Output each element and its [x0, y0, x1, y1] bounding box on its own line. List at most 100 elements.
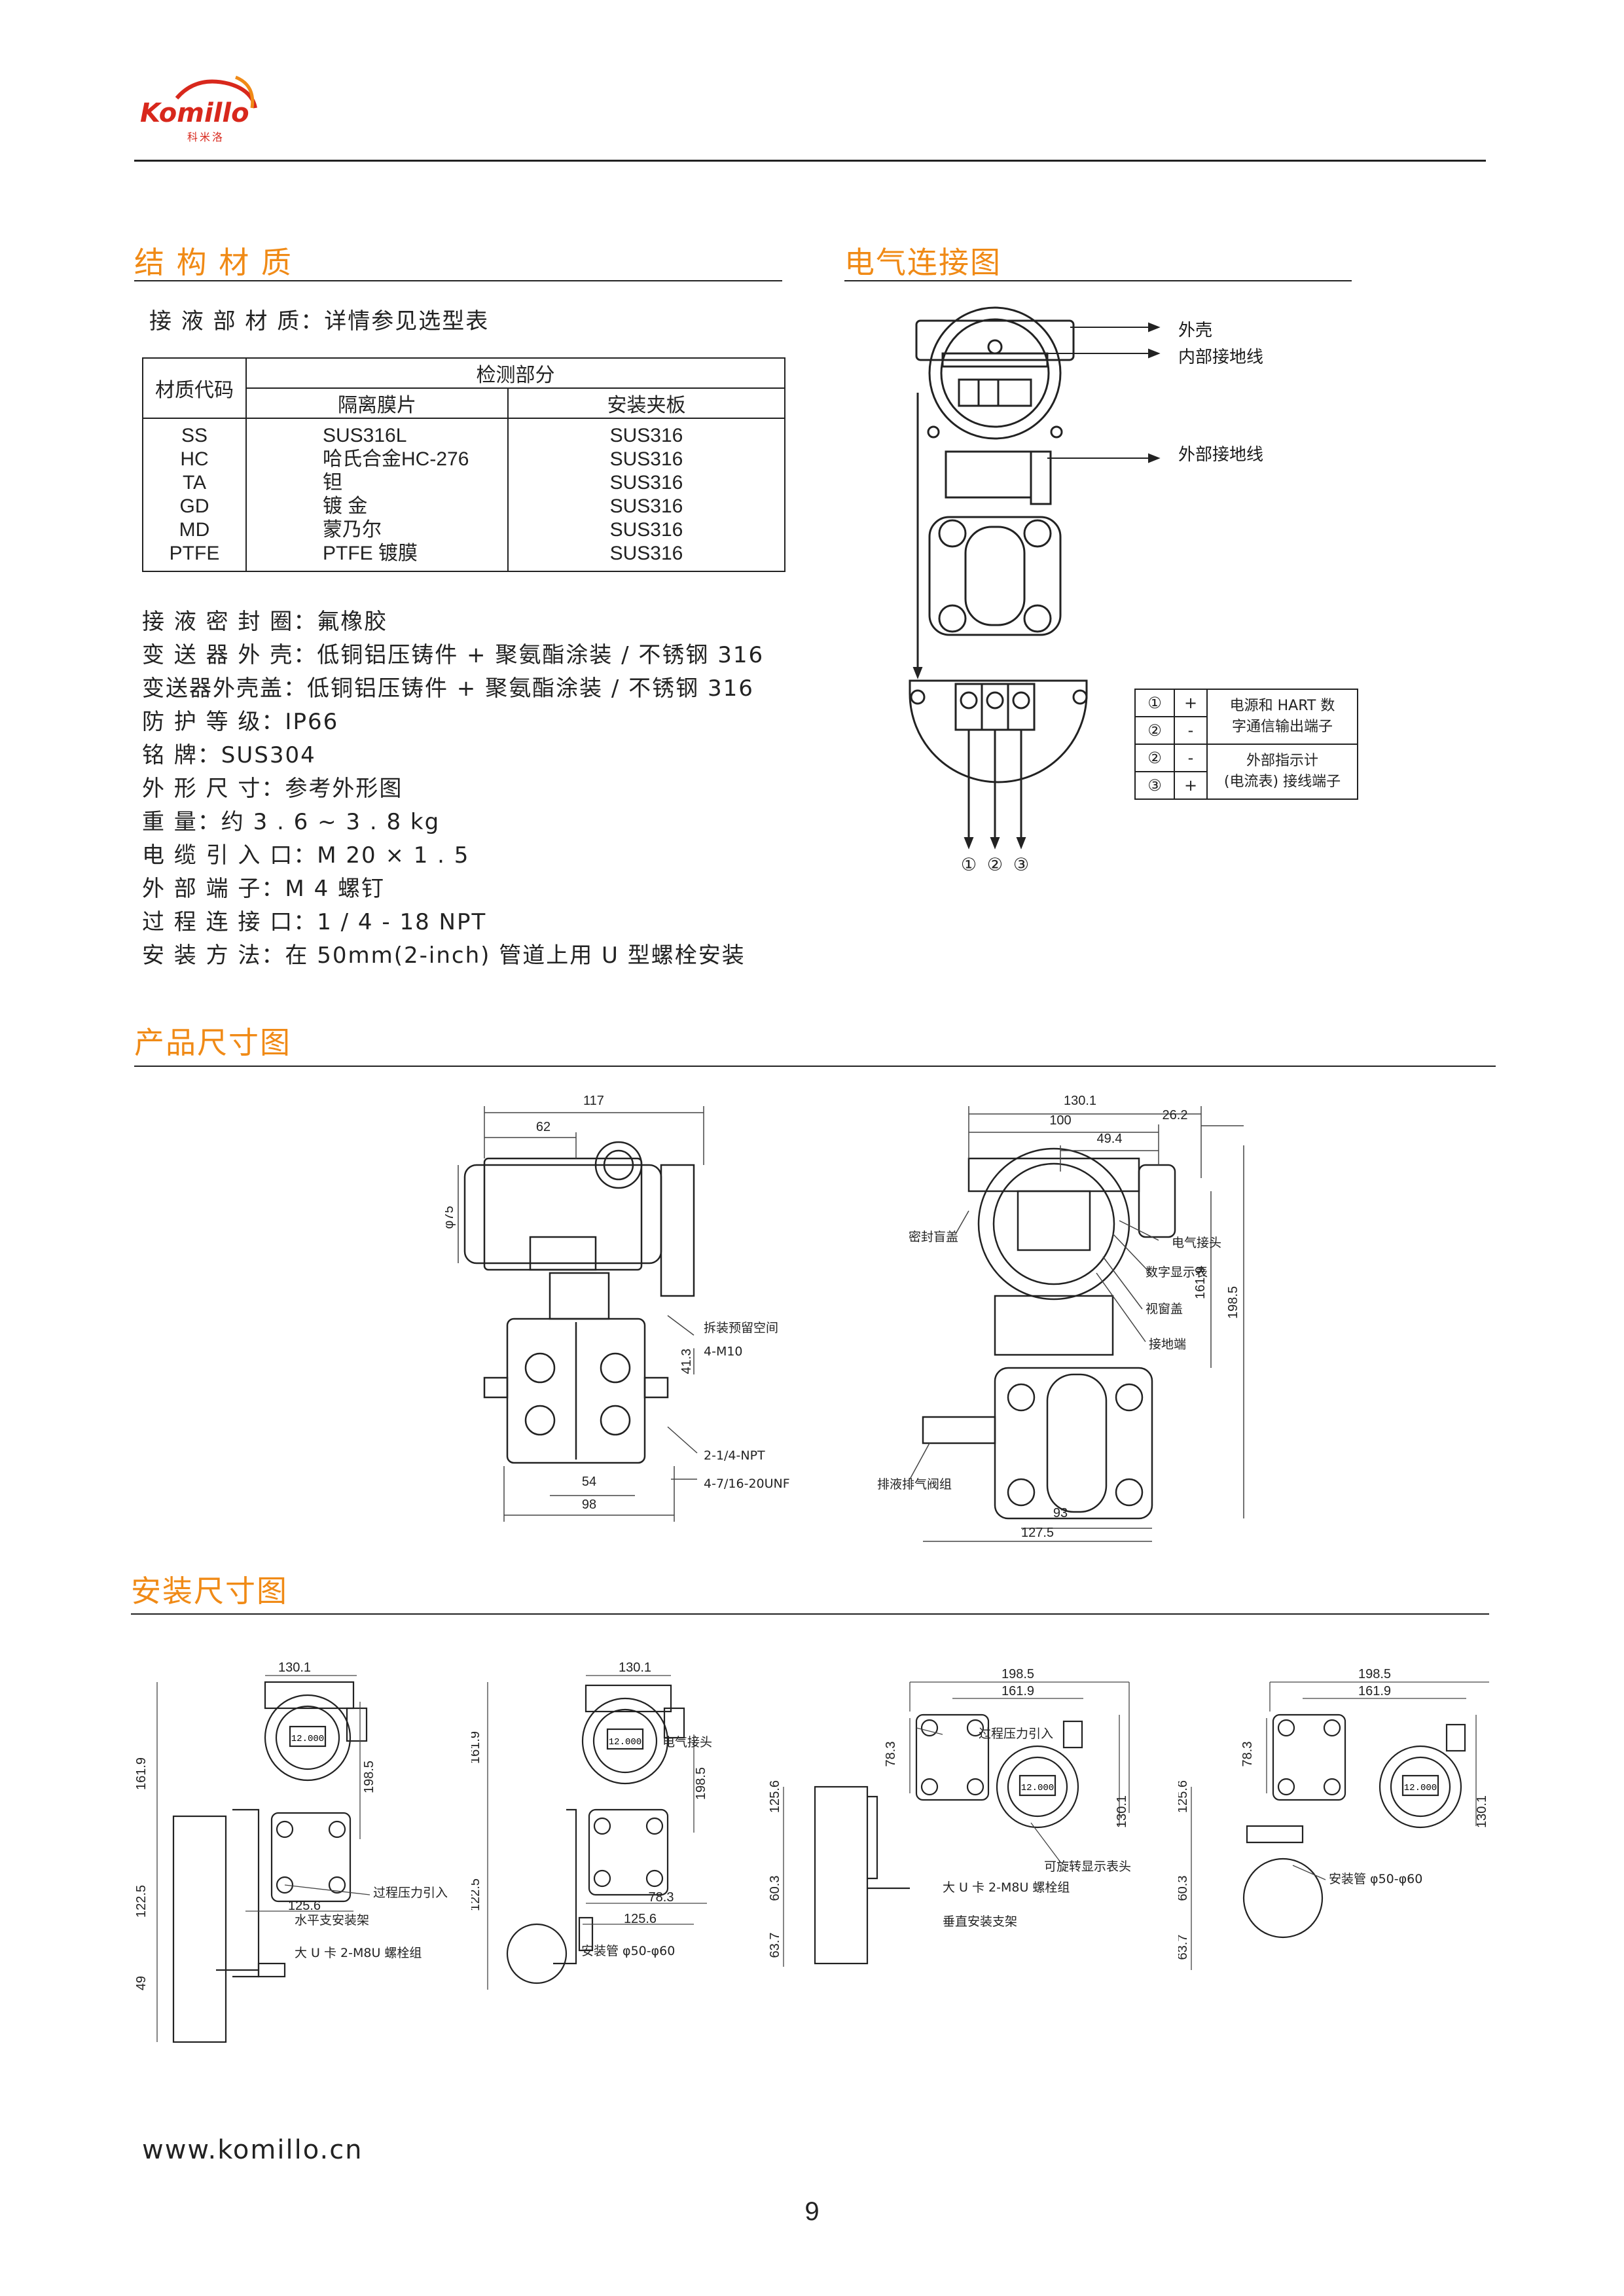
install-fig-vertical-bracket: 198.5 161.9 78.3 130.1 125.6 60.3 63.7 过… [769, 1667, 1131, 1967]
install-fig-horizontal-pipe: 198.5 161.9 78.3 130.1 125.6 60.3 63.7 安… [1178, 1667, 1489, 1970]
label-external-ground: 外部接地线 [1178, 445, 1264, 465]
diaphragm-item: PTFE 镀膜 [323, 543, 418, 564]
dim-60: 60.3 [1178, 1876, 1190, 1901]
terminal-desc-line: 电源和 HART 数 [1229, 698, 1335, 714]
dim-198: 198.5 [1226, 1286, 1240, 1319]
lcd-reading: 12.000 [1404, 1783, 1437, 1793]
dim-125: 125.6 [1178, 1780, 1190, 1813]
spec-nameplate: 铭 牌：SUS304 [142, 742, 316, 768]
code-item: GD [179, 495, 209, 517]
note-ubolt: 大 U 卡 2-M8U 螺栓组 [943, 1880, 1070, 1895]
col-detect-header: 检测部分 [245, 357, 785, 389]
codes-cell: SS HC TA GD MD PTFE [142, 418, 247, 572]
spec-process: 过 程 连 接 口：1 / 4 - 18 NPT [142, 909, 487, 935]
dim-125: 125.6 [288, 1899, 321, 1913]
col-flange-header: 安装夹板 [507, 387, 785, 419]
label-internal-ground: 内部接地线 [1178, 348, 1264, 367]
dim-78: 78.3 [1240, 1742, 1255, 1767]
dim-161: 161.9 [1001, 1684, 1034, 1698]
dim-127: 127.5 [1021, 1526, 1054, 1540]
spec-cover: 变送器外壳盖：低铜铝压铸件 + 聚氨酯涂装 / 不锈钢 316 [142, 675, 754, 702]
terminal-sign: + [1174, 689, 1208, 717]
footer-url-link[interactable]: www.komillo.cn [142, 2135, 363, 2165]
structure-title: 结 构 材 质 [134, 245, 293, 280]
dim-117: 117 [583, 1094, 604, 1108]
note-pressure: 过程压力引入 [979, 1727, 1053, 1741]
note-elec: 电气接头 [662, 1735, 712, 1749]
terminal-num: ② [1134, 744, 1175, 772]
wetted-material-text: 接 液 部 材 质：详情参见选型表 [149, 308, 490, 334]
note-npt: 2-1/4-NPT [704, 1448, 765, 1463]
dim-63: 63.7 [769, 1933, 782, 1958]
flange-item: SUS316 [609, 472, 683, 493]
dim-62: 62 [536, 1120, 550, 1134]
spec-protection: 防 护 等 级：IP66 [142, 709, 339, 735]
spec-mounting: 安 装 方 法：在 50mm(2-inch) 管道上用 U 型螺栓安装 [142, 942, 746, 969]
diaphragms-cell: SUS316L 哈氏合金HC-276 钽 镀 金 蒙乃尔 PTFE 镀膜 [245, 418, 509, 572]
dim-161: 161.9 [471, 1731, 482, 1764]
dim-125: 125.6 [769, 1780, 782, 1813]
note-space: 拆装预留空间 [704, 1321, 778, 1335]
terminal-sign: - [1174, 716, 1208, 745]
terminal-sign: + [1174, 771, 1208, 800]
diaphragm-item: 哈氏合金HC-276 [323, 448, 469, 470]
dim-122: 122.5 [134, 1885, 149, 1918]
material-table: 材质代码 检测部分 隔离膜片 安装夹板 SS HC TA GD MD PTFE … [142, 357, 785, 572]
dim-26: 26.2 [1163, 1108, 1188, 1122]
note-elec: 电气接头 [1172, 1236, 1221, 1250]
note-pressure: 过程压力引入 [373, 1886, 448, 1900]
dim-78: 78.3 [649, 1890, 674, 1905]
dim-63: 63.7 [1178, 1935, 1190, 1960]
flange-item: SUS316 [609, 543, 683, 564]
terminal-desc-line: 字通信输出端子 [1231, 719, 1333, 735]
dim-161: 161.9 [134, 1757, 149, 1790]
flange-item: SUS316 [609, 425, 683, 446]
terminal-desc-meter: 外部指示计 (电流表) 接线端子 [1206, 744, 1358, 800]
dim-161: 161.9 [1358, 1684, 1391, 1698]
page-number: 9 [804, 2197, 820, 2226]
code-item: TA [182, 472, 207, 493]
company-logo[interactable]: Komillo 科米洛 [137, 72, 268, 144]
note-rotate: 可旋转显示表头 [1044, 1859, 1131, 1874]
install-dims-rule [131, 1613, 1489, 1615]
code-item: PTFE [169, 543, 220, 564]
note-bracket: 水平支安装架 [295, 1913, 369, 1928]
lcd-reading: 12.000 [291, 1734, 324, 1744]
note-ubolt: 大 U 卡 2-M8U 螺栓组 [295, 1946, 422, 1960]
label-housing: 外壳 [1178, 321, 1213, 340]
lcd-reading: 12.000 [609, 1737, 641, 1748]
product-dims-title: 产品尺寸图 [134, 1025, 291, 1060]
dim-125: 125.6 [624, 1912, 657, 1926]
dim-161: 161.9 [1193, 1266, 1208, 1299]
spec-weight: 重 量：约 3 . 6 ~ 3 . 8 kg [142, 809, 441, 835]
dim-98: 98 [582, 1498, 596, 1512]
electrical-rule [844, 280, 1352, 281]
logo-subtext: 科米洛 [187, 131, 225, 143]
terminal-label-2: ② [987, 855, 1003, 875]
terminal-num: ③ [1134, 771, 1175, 800]
dim-49: 49 [134, 1976, 149, 1990]
dim-130: 130.1 [619, 1662, 651, 1675]
install-fig-horizontal: 130.1 161.9 198.5 125.6 122.5 49 过程压力引入 … [134, 1662, 448, 2043]
dim-49: 49.4 [1097, 1132, 1123, 1146]
spec-housing: 变 送 器 外 壳：低铜铝压铸件 + 聚氨酯涂装 / 不锈钢 316 [142, 642, 765, 668]
flange-item: SUS316 [609, 519, 683, 541]
code-item: MD [179, 519, 210, 541]
terminal-table: ① + 电源和 HART 数 字通信输出端子 ② - ② - 外部指示计 (电流… [1134, 689, 1358, 800]
spec-seal: 接 液 密 封 圈：氟橡胶 [142, 609, 388, 635]
diaphragm-item: SUS316L [323, 425, 407, 446]
terminal-desc-line: 外部指示计 [1246, 753, 1318, 769]
product-side-view: 117 62 φ75 拆装预留空间 4-M10 41.3 2-1/4-NPT 4… [445, 1094, 790, 1522]
product-front-view: 130.1 100 49.4 26.2 161.9 198.5 93 127.5… [877, 1094, 1244, 1542]
col-diaphragm-header: 隔离膜片 [245, 387, 509, 419]
diaphragm-item: 蒙乃尔 [323, 519, 382, 541]
header-rule [134, 160, 1486, 162]
dim-78: 78.3 [884, 1742, 898, 1767]
note-bracket: 垂直安装支架 [943, 1914, 1017, 1929]
install-dims-title: 安装尺寸图 [131, 1573, 288, 1609]
dim-130: 130.1 [1115, 1795, 1129, 1828]
electrical-title: 电气连接图 [844, 245, 1001, 280]
code-item: SS [181, 425, 208, 446]
dim-198: 198.5 [362, 1761, 376, 1793]
dim-198: 198.5 [1358, 1667, 1391, 1681]
